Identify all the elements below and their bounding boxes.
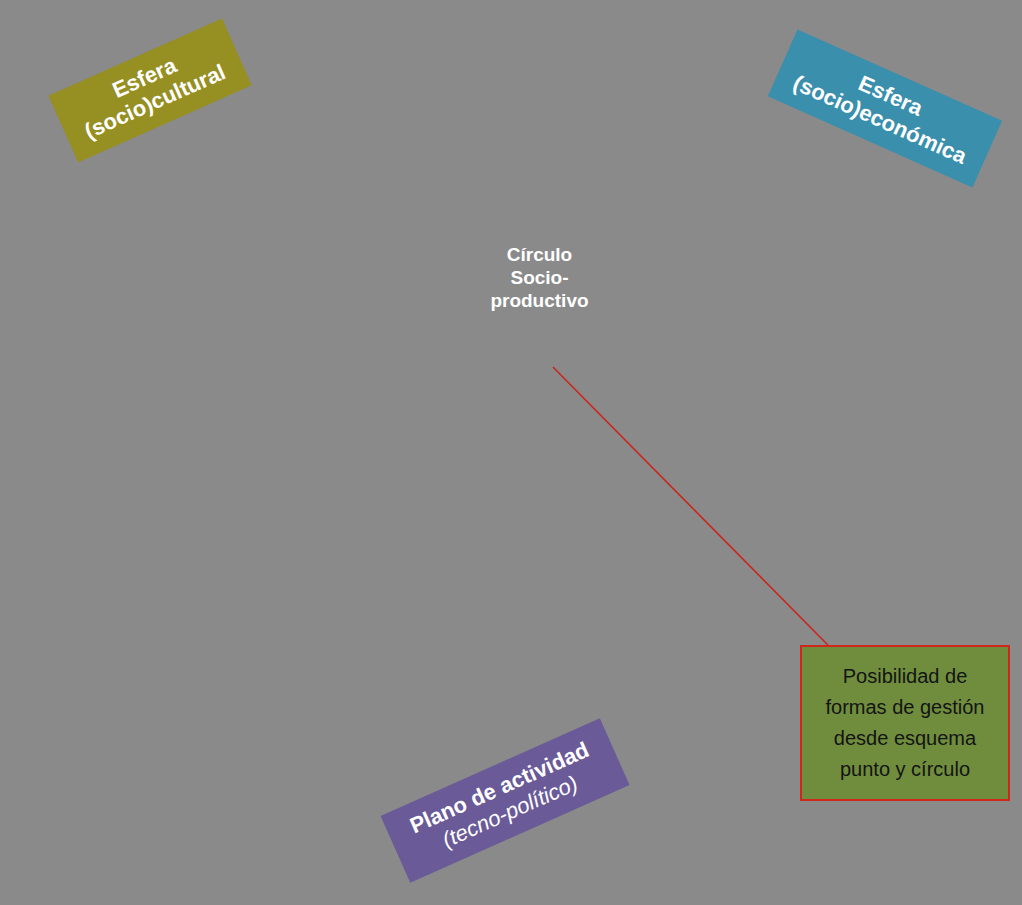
lens-shape (455, 158, 620, 603)
node-title: Esfera (socio)económica (783, 43, 987, 173)
leader-line (553, 367, 828, 645)
sphere-label: Esfera (socio)económica (768, 29, 1002, 187)
lens-outline (463, 160, 619, 601)
sphere-label: Esfera (socio)cultural (48, 18, 251, 162)
socio-productive-circle: Círculo Socio-productivo (455, 158, 620, 603)
node-title: Círculo Socio-productivo (477, 244, 602, 312)
node-title: Posibilidad de formas de gestión desde e… (814, 661, 996, 785)
node-title: Esfera (socio)cultural (63, 32, 236, 148)
center-point (542, 356, 554, 368)
callout-box: Posibilidad de formas de gestión desde e… (800, 645, 1010, 801)
plane-label: Plano de actividad(tecno-político) (381, 718, 630, 882)
